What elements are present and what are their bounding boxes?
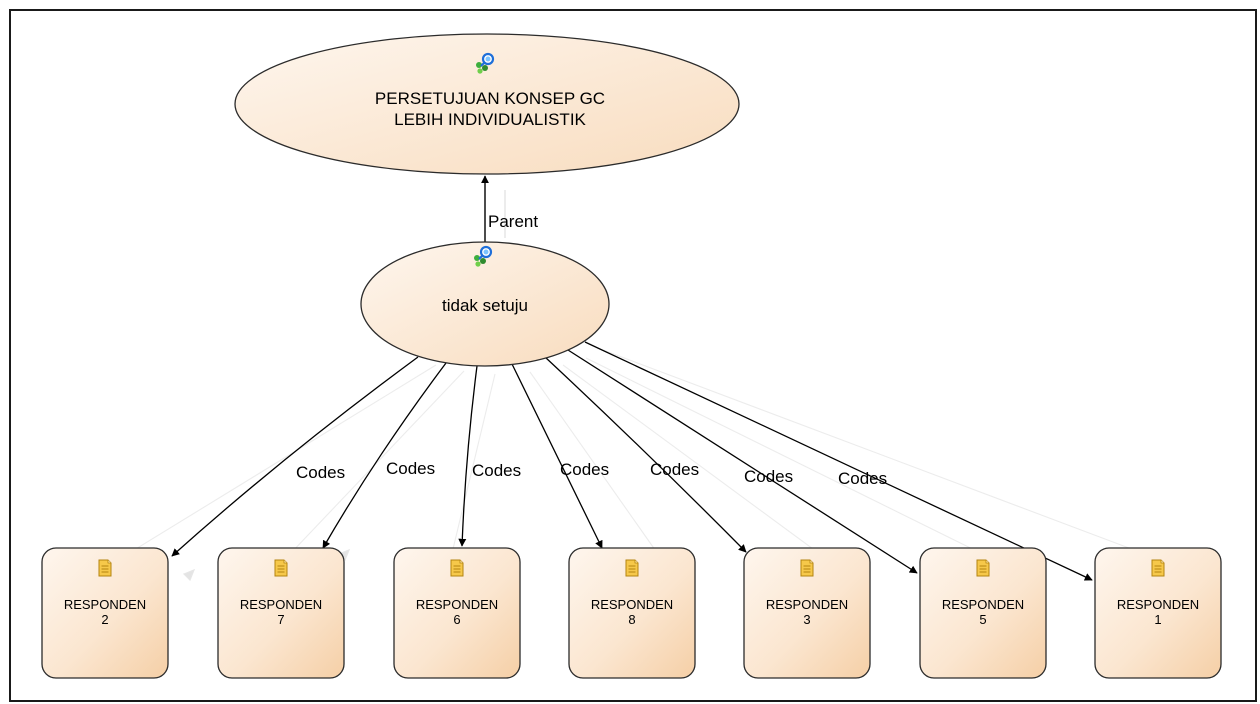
respondent-node-box xyxy=(41,547,169,679)
codes-edge xyxy=(544,356,747,553)
root-node[interactable]: PERSETUJUAN KONSEP GC LEBIH INDIVIDUALIS… xyxy=(234,33,740,175)
document-icon xyxy=(1151,559,1165,577)
respondent-label: RESPONDEN xyxy=(64,597,146,612)
respondent-node-box xyxy=(393,547,521,679)
respondent-number: 1 xyxy=(1154,612,1161,627)
middle-node[interactable]: tidak setuju xyxy=(360,241,610,367)
respondent-number: 5 xyxy=(979,612,986,627)
edges xyxy=(171,175,1093,581)
codes-edge-label: Codes xyxy=(472,461,521,480)
root-node-line2: LEBIH INDIVIDUALISTIK xyxy=(394,110,586,129)
respondent-number: 3 xyxy=(803,612,810,627)
document-icon xyxy=(800,559,814,577)
respondent-node-box xyxy=(568,547,696,679)
ghost-edge xyxy=(94,364,437,575)
respondent-label: RESPONDEN xyxy=(591,597,673,612)
document-icon xyxy=(976,559,990,577)
codes-edge xyxy=(511,363,603,549)
respondent-node-box xyxy=(217,547,345,679)
document-icon xyxy=(450,559,464,577)
ghost-edge xyxy=(446,373,496,575)
codes-edge-label: Codes xyxy=(560,460,609,479)
codes-edge xyxy=(458,365,478,547)
respondent-node-box xyxy=(919,547,1047,679)
respondent-label: RESPONDEN xyxy=(416,597,498,612)
respondent-label: RESPONDEN xyxy=(240,597,322,612)
codes-edge-label: Codes xyxy=(386,459,435,478)
respondent-label: RESPONDEN xyxy=(766,597,848,612)
ghost-edge xyxy=(602,349,1199,575)
ghost-edge xyxy=(585,357,1024,575)
respondent-label: RESPONDEN xyxy=(1117,597,1199,612)
codes-edge-label: Codes xyxy=(296,463,345,482)
codes-edge-label: Codes xyxy=(838,469,887,488)
middle-node-label: tidak setuju xyxy=(442,296,528,315)
respondent-node-box xyxy=(743,547,871,679)
ghost-edge xyxy=(529,371,673,575)
respondent-number: 8 xyxy=(628,612,635,627)
respondent-number: 6 xyxy=(453,612,460,627)
respondent-node-box xyxy=(1094,547,1222,679)
root-node-line1: PERSETUJUAN KONSEP GC xyxy=(375,89,605,108)
ghost-edge xyxy=(562,364,848,575)
ghost-edges xyxy=(94,190,1199,582)
codes-edge xyxy=(584,341,1093,581)
document-icon xyxy=(274,559,288,577)
codes-edge-label: Codes xyxy=(650,460,699,479)
respondent-number: 2 xyxy=(101,612,108,627)
document-icon xyxy=(625,559,639,577)
respondent-nodes: RESPONDEN2RESPONDEN7RESPONDEN6RESPONDEN8… xyxy=(41,547,1222,679)
respondent-number: 7 xyxy=(277,612,284,627)
codes-edge xyxy=(567,349,918,574)
parent-edge-label: Parent xyxy=(488,212,538,231)
document-icon xyxy=(98,559,112,577)
ghost-edge xyxy=(270,370,465,575)
codes-edge xyxy=(171,356,419,557)
respondent-label: RESPONDEN xyxy=(942,597,1024,612)
ghost-arrowhead xyxy=(182,568,196,582)
codes-edge xyxy=(322,362,447,549)
codes-edge-label: Codes xyxy=(744,467,793,486)
